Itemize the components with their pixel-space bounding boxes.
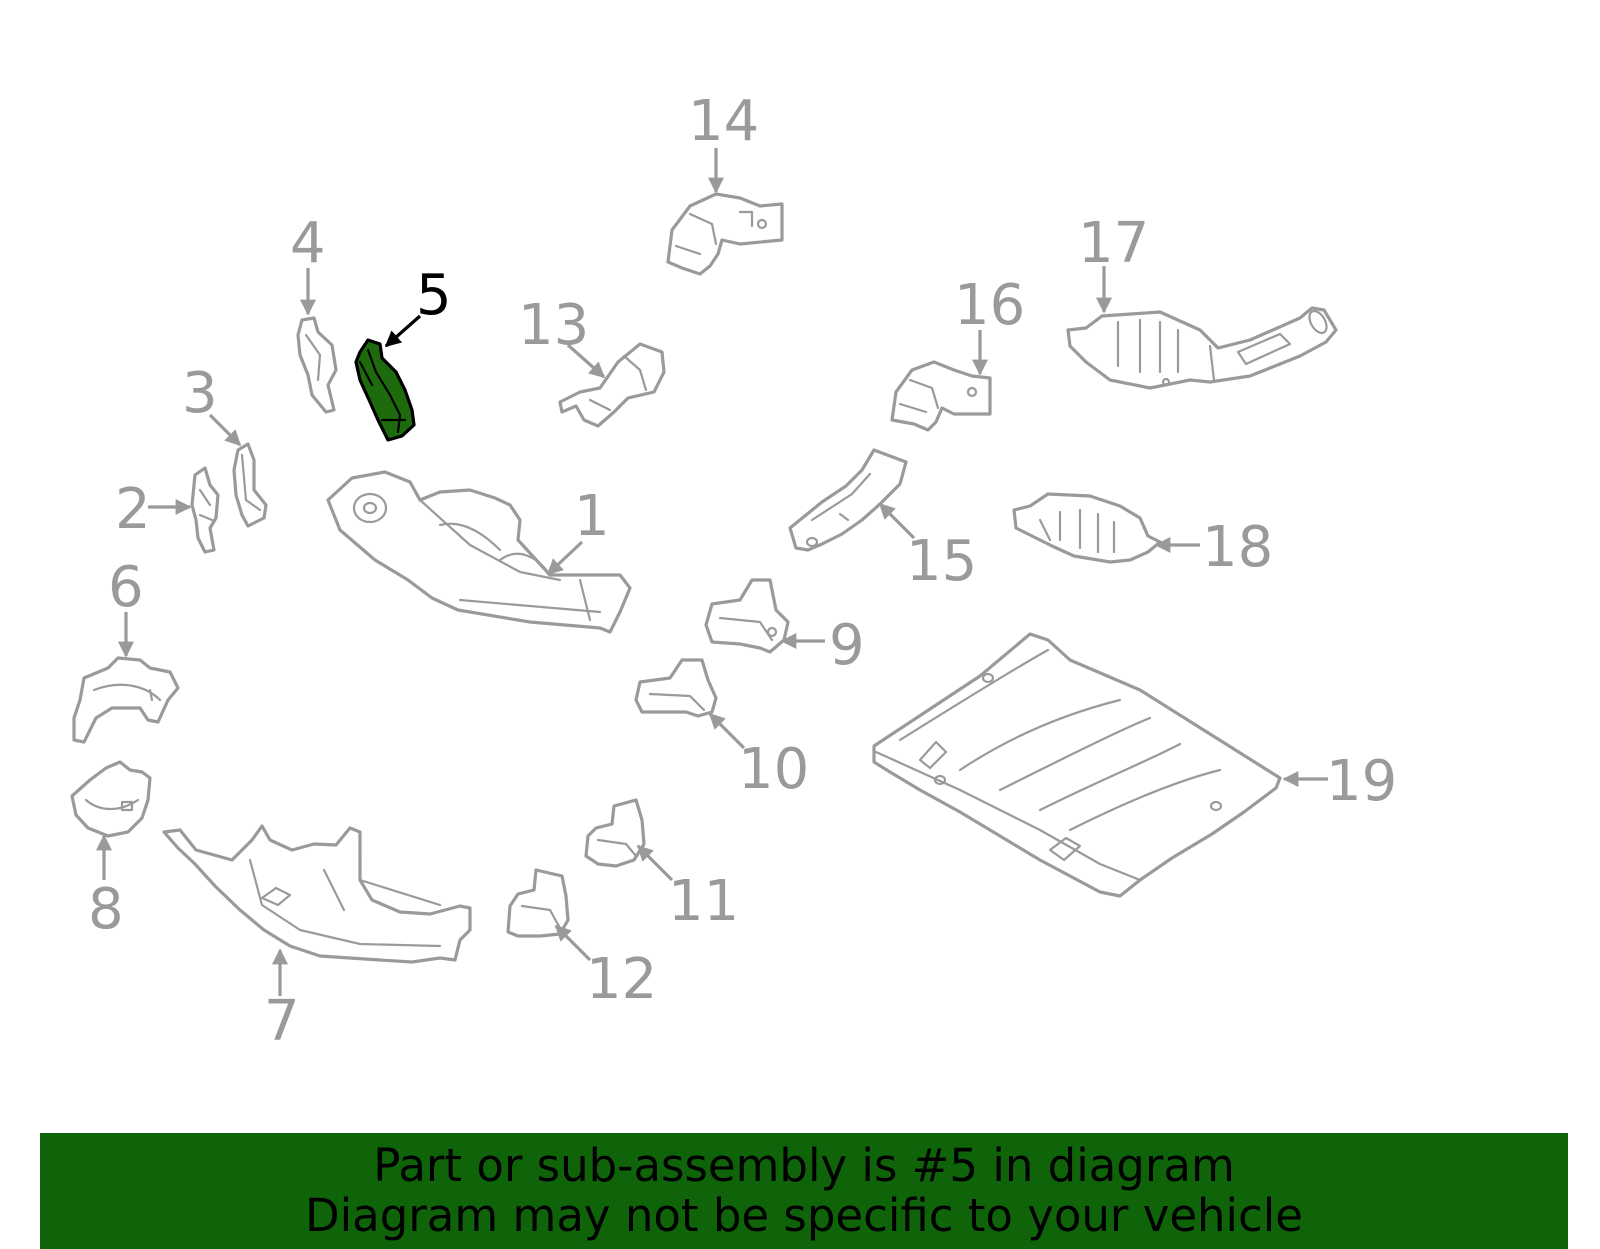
leader-12 (554, 924, 592, 962)
leader-11 (636, 844, 674, 882)
callout-4: 4 (290, 211, 326, 276)
callout-11: 11 (668, 869, 739, 934)
part-7-lower-heat-shield[interactable] (162, 824, 472, 964)
part-13-heat-shield[interactable] (558, 342, 666, 428)
leader-3 (208, 413, 242, 447)
callout-14: 14 (688, 89, 759, 154)
callout-10: 10 (738, 737, 809, 802)
callout-8: 8 (88, 877, 124, 942)
part-2-bracket[interactable] (190, 466, 220, 554)
callout-17: 17 (1078, 211, 1149, 276)
part-19-underbody-shield[interactable] (872, 632, 1282, 898)
part-16-heat-shield[interactable] (890, 360, 992, 432)
part-6-heat-shield[interactable] (72, 656, 180, 744)
callout-15: 15 (906, 529, 977, 594)
info-banner: Part or sub-assembly is #5 in diagram Di… (40, 1133, 1568, 1249)
part-11-heat-shield[interactable] (584, 798, 646, 868)
callout-6: 6 (108, 555, 144, 620)
callout-13: 13 (518, 293, 589, 358)
leader-1 (546, 540, 584, 576)
part-5-heat-shield-highlighted[interactable] (354, 338, 416, 442)
part-3-heat-shield[interactable] (232, 442, 268, 528)
callout-1: 1 (574, 484, 610, 549)
part-9-heat-shield[interactable] (704, 578, 790, 654)
callout-5: 5 (416, 263, 452, 328)
part-18-catalytic-converter[interactable] (1012, 492, 1162, 564)
leader-15 (878, 502, 916, 540)
callout-7: 7 (264, 989, 300, 1054)
banner-line-part-number: Part or sub-assembly is #5 in diagram (373, 1139, 1235, 1192)
part-15-heat-shield[interactable] (788, 448, 908, 552)
callout-2: 2 (115, 477, 151, 542)
part-1-heat-shield[interactable] (326, 470, 632, 634)
part-4-heat-shield[interactable] (296, 316, 338, 414)
part-8-heat-shield[interactable] (70, 760, 152, 838)
part-10-heat-shield[interactable] (634, 658, 718, 718)
callout-19: 19 (1326, 749, 1397, 814)
part-12-heat-shield[interactable] (506, 868, 570, 938)
leader-13 (566, 343, 606, 379)
part-14-heat-shield[interactable] (666, 192, 784, 276)
callout-18: 18 (1202, 515, 1273, 580)
leader-5 (384, 314, 422, 348)
banner-line-disclaimer: Diagram may not be specific to your vehi… (305, 1189, 1303, 1242)
part-17-catalytic-converter[interactable] (1066, 306, 1338, 390)
leader-10 (708, 712, 746, 750)
callout-12: 12 (586, 947, 657, 1012)
callout-9: 9 (829, 613, 865, 678)
callout-16: 16 (954, 273, 1025, 338)
callout-3: 3 (182, 361, 218, 426)
